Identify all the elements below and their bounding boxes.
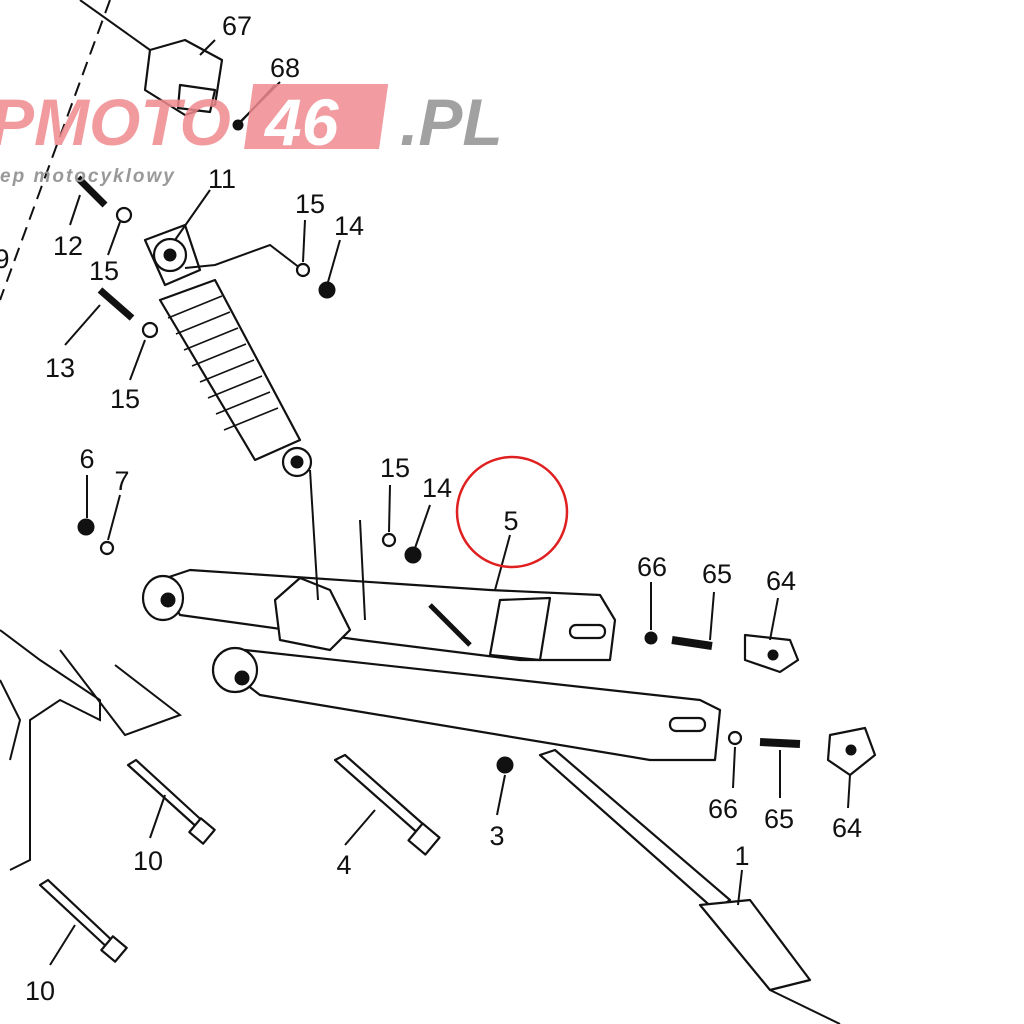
highlight-circle: [455, 455, 569, 569]
callout-66[interactable]: 66: [637, 552, 667, 582]
washer-15: [295, 262, 311, 278]
callout-65[interactable]: 65: [702, 559, 732, 589]
watermark-logo: PMOTO 46 .PL ep motocyklowy: [0, 84, 503, 187]
callout-15[interactable]: 15: [89, 256, 119, 286]
callout-4[interactable]: 4: [336, 850, 351, 880]
washer-15: [141, 321, 159, 339]
bolt-10-head: [188, 817, 216, 845]
callout-15[interactable]: 15: [380, 453, 410, 483]
frame-mount-edge: [0, 679, 22, 761]
nut-3: [496, 756, 514, 774]
callout-10[interactable]: 10: [25, 976, 55, 1006]
nut-14: [318, 281, 336, 299]
callout-1[interactable]: 1: [734, 841, 749, 871]
bolt-10: [126, 758, 210, 832]
axle-4: [333, 753, 434, 837]
washer-15: [115, 206, 133, 224]
callout-9[interactable]: 9: [0, 244, 10, 274]
chain-adjuster-upper: [644, 631, 800, 674]
swingarm-5: [141, 469, 722, 762]
callout-10[interactable]: 10: [133, 846, 163, 876]
watermark-brand: PMOTO: [0, 85, 231, 159]
nut-14: [404, 546, 422, 564]
callout-7[interactable]: 7: [114, 466, 129, 496]
frame-dashed-line: [0, 0, 111, 301]
watermark-tld: .PL: [400, 85, 503, 159]
shock-absorber-11: [143, 223, 313, 478]
callout-64[interactable]: 64: [766, 566, 796, 596]
callout-15[interactable]: 15: [110, 384, 140, 414]
nut-6: [77, 518, 95, 536]
callout-12[interactable]: 12: [53, 231, 83, 261]
callout-65[interactable]: 65: [764, 804, 794, 834]
watermark-number: 46: [263, 85, 340, 159]
chain-adjuster-lower: [727, 726, 877, 777]
frame-mount: [0, 629, 101, 871]
stand-1-foot: [698, 898, 812, 992]
bolt-13: [97, 287, 135, 321]
bolt-10-head: [100, 935, 128, 963]
callout-14[interactable]: 14: [422, 473, 452, 503]
stand-1-line: [769, 989, 841, 1024]
callout-labels: 67 68 11 12 15 15 14 9 13 15 6 7 15 14 5…: [0, 11, 862, 1006]
frame-mount-outline: [59, 649, 183, 737]
callout-67[interactable]: 67: [222, 11, 252, 41]
callout-64[interactable]: 64: [832, 813, 862, 843]
watermark-badge: [244, 84, 389, 149]
washer-15: [381, 532, 397, 548]
callout-5[interactable]: 5: [503, 506, 518, 536]
callout-66[interactable]: 66: [708, 794, 738, 824]
callout-15[interactable]: 15: [295, 189, 325, 219]
axle-4-head: [407, 822, 441, 856]
callout-3[interactable]: 3: [489, 821, 504, 851]
callout-13[interactable]: 13: [45, 353, 75, 383]
watermark-tagline: ep motocyklowy: [0, 166, 176, 187]
bracket-67: [143, 38, 224, 117]
bolt-12: [75, 175, 108, 208]
washer-7: [99, 540, 115, 556]
callout-11[interactable]: 11: [208, 164, 236, 194]
callout-14[interactable]: 14: [334, 211, 364, 241]
frame-line: [79, 0, 151, 51]
stand-1: [538, 748, 732, 912]
callout-68[interactable]: 68: [270, 53, 300, 83]
bolt-10: [38, 878, 120, 952]
callout-6[interactable]: 6: [79, 444, 94, 474]
